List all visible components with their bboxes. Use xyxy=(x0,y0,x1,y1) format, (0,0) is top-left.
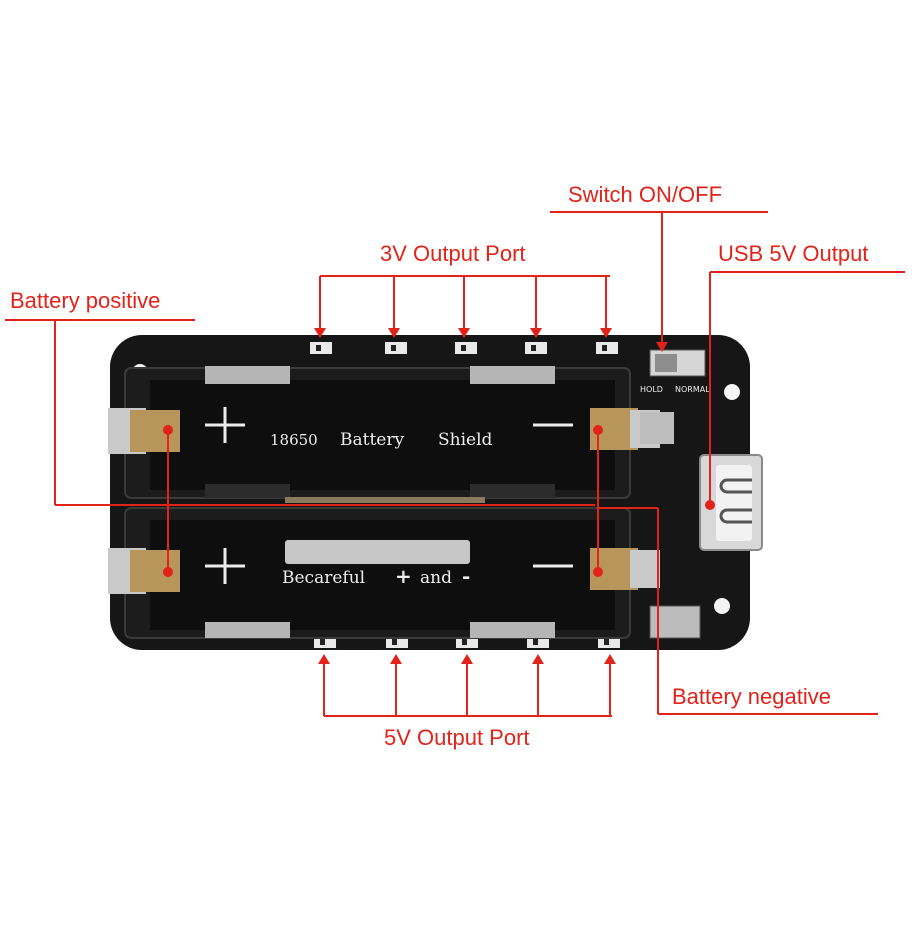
slide-switch[interactable]: HOLD NORMAL xyxy=(640,349,710,444)
mounting-hole xyxy=(724,384,740,400)
callout-switch-label: Switch ON/OFF xyxy=(568,182,723,207)
callout-lines xyxy=(5,211,905,717)
callout-battery-positive-label: Battery positive xyxy=(10,288,161,313)
battery-holder-bottom xyxy=(124,497,631,639)
board-warning-and: and xyxy=(420,568,452,588)
callout-arrows xyxy=(314,328,668,664)
callout-3v-label: 3V Output Port xyxy=(380,241,526,266)
board-title-word1: Battery xyxy=(340,430,404,450)
mounting-hole xyxy=(714,598,730,614)
top-header-pads xyxy=(310,342,618,354)
board-warning-word: Becareful xyxy=(282,568,365,588)
board-labels: 18650 Battery Shield Becareful + and - xyxy=(270,430,493,588)
callout-usb-label: USB 5V Output xyxy=(718,241,869,266)
board-title-number: 18650 xyxy=(270,431,318,449)
callout-battery-negative-label: Battery negative xyxy=(672,684,831,709)
switch-hold-label: HOLD xyxy=(640,385,663,394)
board-warning-minus: - xyxy=(462,564,470,588)
battery-holder-top xyxy=(124,366,631,499)
usb-port[interactable] xyxy=(699,454,763,551)
board-title-word2: Shield xyxy=(438,430,493,450)
callout-5v-label: 5V Output Port xyxy=(384,725,530,750)
switch-normal-label: NORMAL xyxy=(675,385,710,394)
polarity-marks xyxy=(205,407,573,584)
board-warning-plus: + xyxy=(395,564,412,588)
